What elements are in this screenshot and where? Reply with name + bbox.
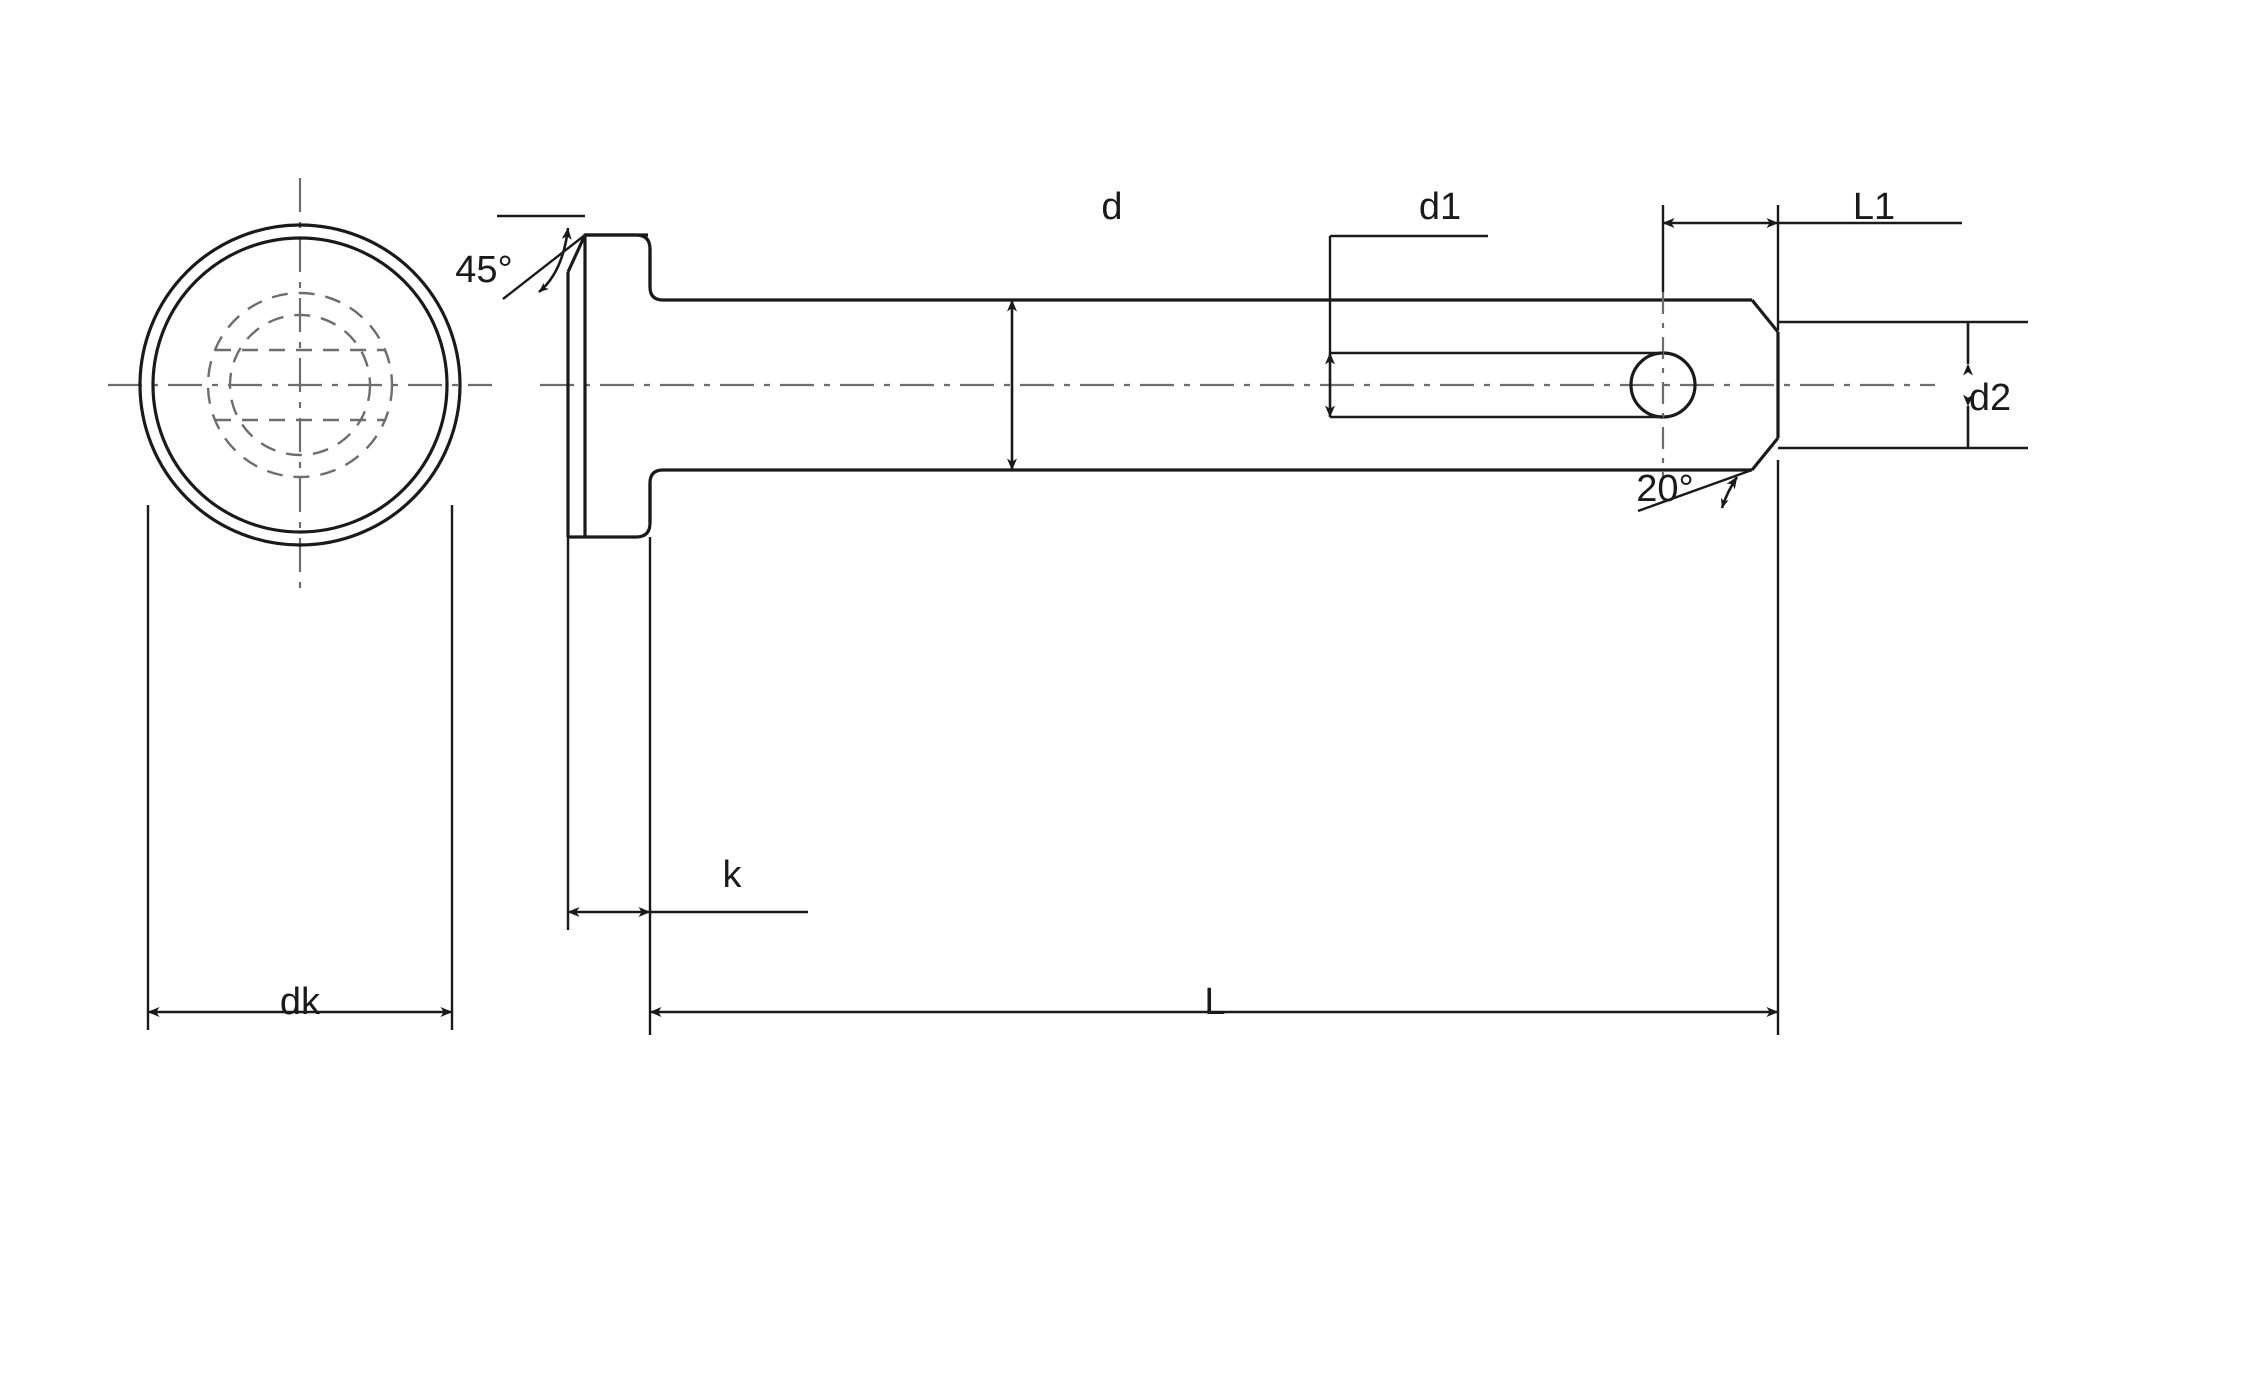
head-chamfer-circle	[151, 236, 449, 534]
side-view-group: d d1 45° 20° L1	[455, 186, 2028, 1035]
d2-dimension-label: d2	[1969, 377, 2011, 419]
head-outer-circle	[138, 223, 462, 547]
nose-taper-top	[1750, 298, 1780, 334]
L1-dimension-label: L1	[1853, 186, 1895, 228]
L-dimension-label: L	[1204, 981, 1225, 1023]
d1-dimension-label: d1	[1419, 186, 1461, 228]
angle-45-arc	[538, 227, 572, 293]
head-top-chamfer-edge	[566, 233, 648, 273]
angle-20-arc	[1720, 476, 1739, 509]
angle-45-chamfer-extension	[502, 234, 586, 300]
nose-hidden-circle	[228, 313, 372, 457]
k-dimension-label: k	[723, 854, 743, 896]
shaft-hidden-circle	[206, 291, 394, 479]
d-dimension-label: d	[1101, 186, 1122, 228]
angle-45-label: 45°	[455, 249, 512, 291]
dk-dimension-label: dk	[280, 981, 321, 1023]
nose-taper-bottom	[1750, 436, 1780, 472]
end-view-group: dk	[108, 178, 492, 1030]
angle-20-label: 20°	[1636, 468, 1693, 510]
